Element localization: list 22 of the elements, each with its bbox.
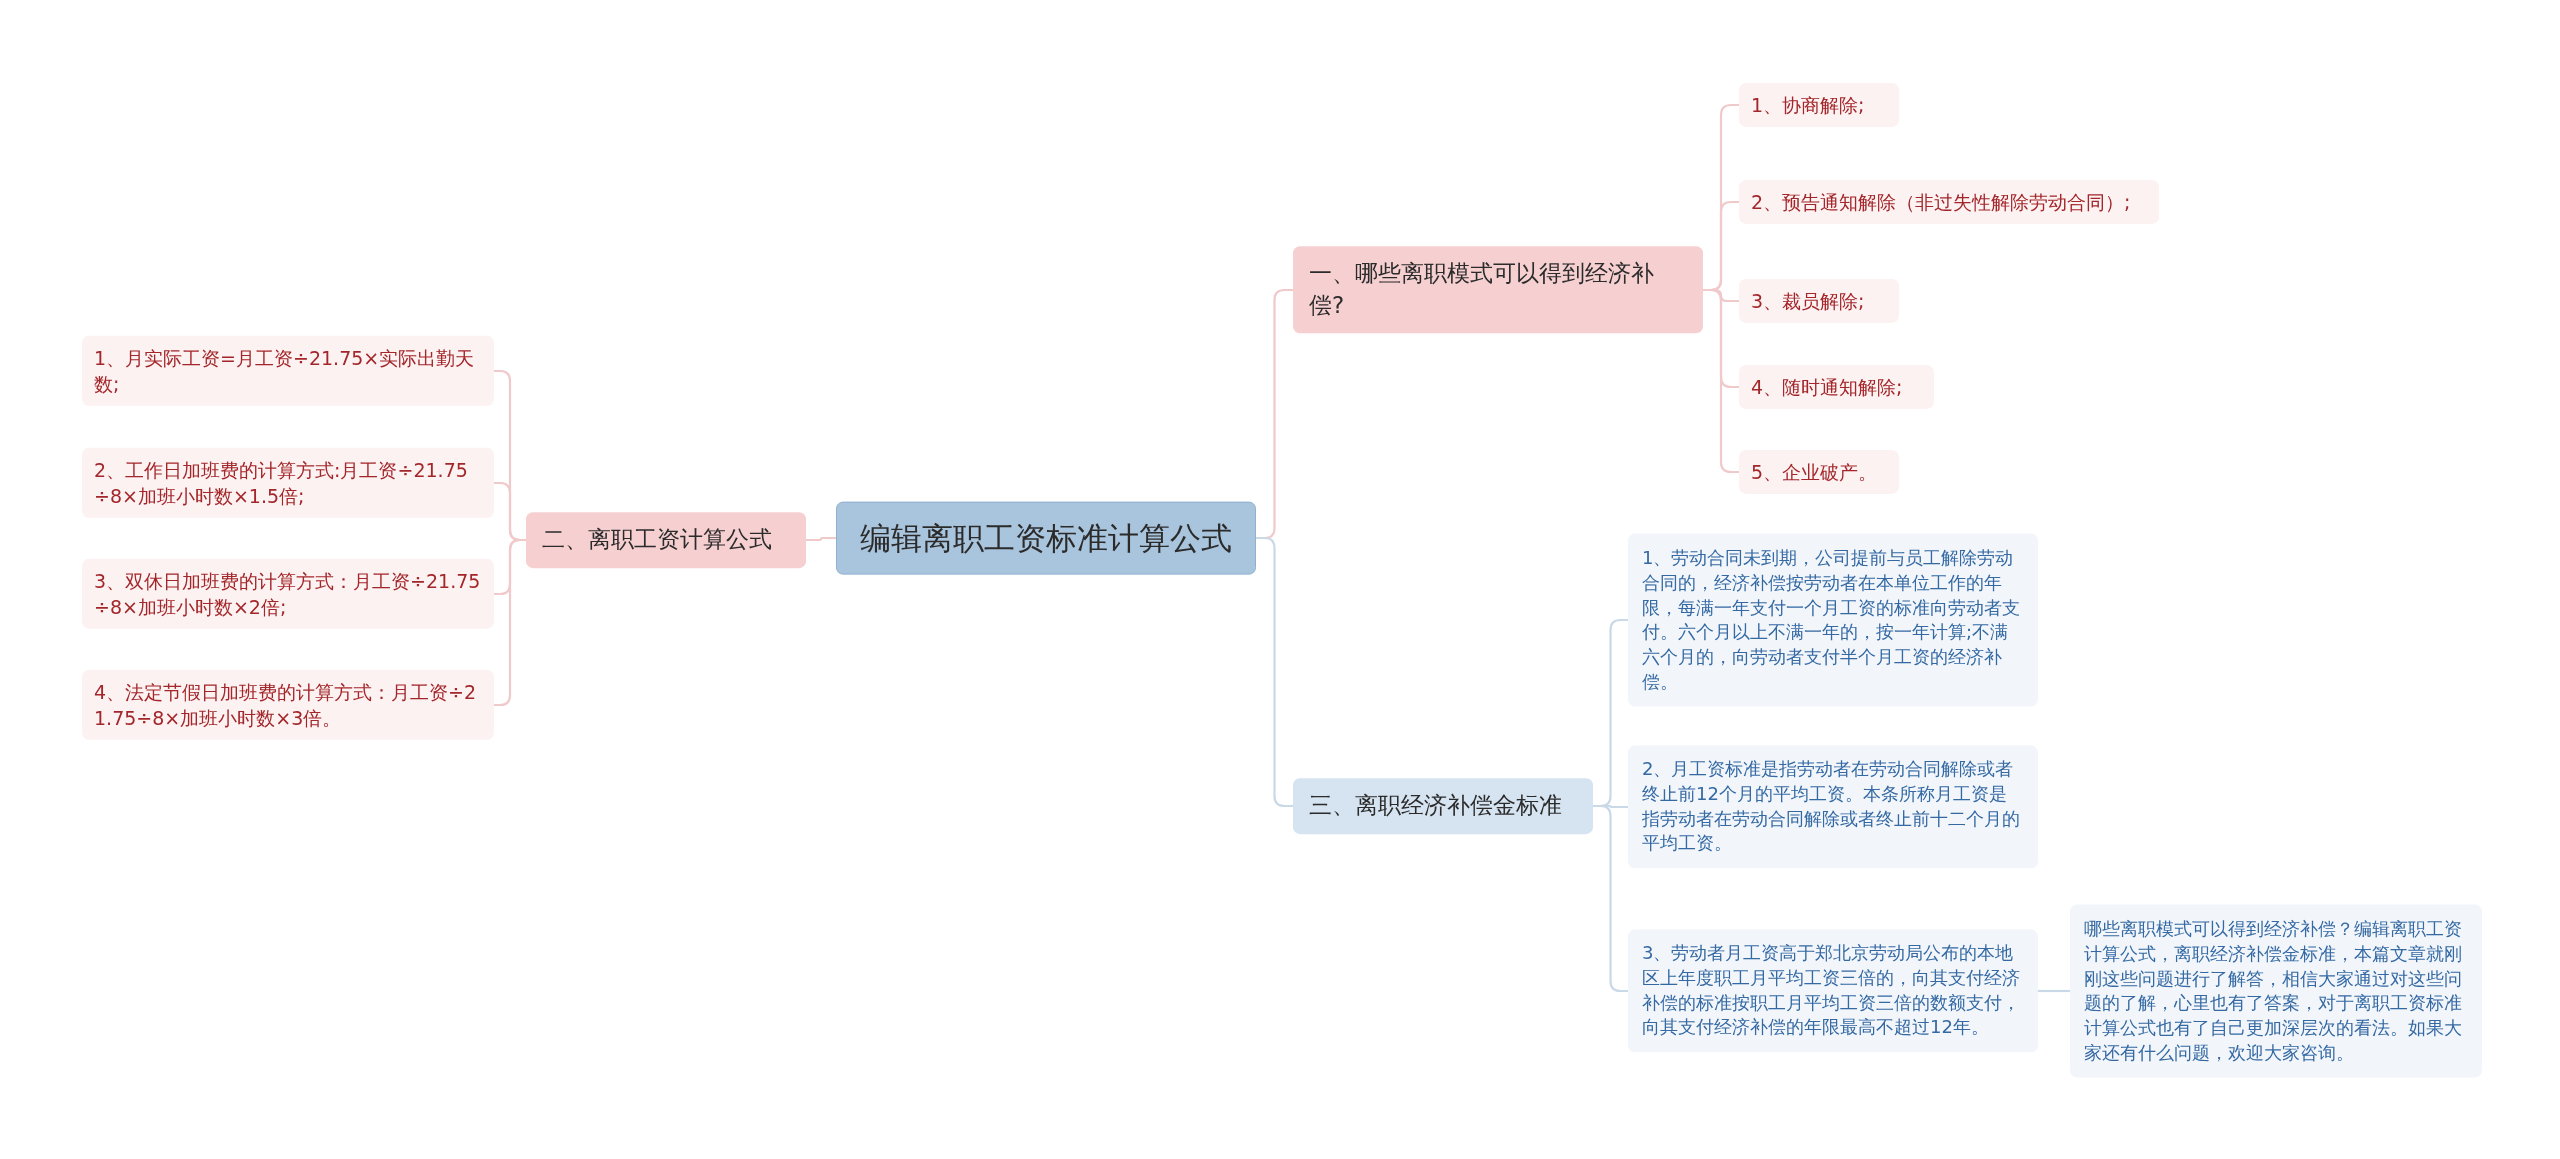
- leaf-topic: 3、劳动者月工资高于郑北京劳动局公布的本地区上年度职工月平均工资三倍的，向其支付经济补偿的标准按职工月平均工资三倍的数额支付，向其支付经济补偿的年限最高不超过12年。: [1628, 929, 2038, 1053]
- leaf-topic: 2、月工资标准是指劳动者在劳动合同解除或者终止前12个月的平均工资。本条所称月工资是指劳动者在劳动合同解除或者终止前十二个月的平均工资。: [1628, 745, 2038, 869]
- leaf-topic: 1、协商解除;: [1739, 82, 1899, 128]
- connector-line: [1593, 804, 1628, 993]
- leaf-topic: 1、月实际工资=月工资÷21.75×实际出勤天数;: [82, 335, 494, 407]
- leaf-topic: 3、裁员解除;: [1739, 278, 1899, 324]
- connector-line: [1703, 288, 1739, 474]
- leaf-topic: 3、双休日加班费的计算方式：月工资÷21.75÷8×加班小时数×2倍;: [82, 558, 494, 630]
- connector-line: [806, 536, 836, 542]
- branch-topic: 一、哪些离职模式可以得到经济补偿?: [1293, 246, 1703, 334]
- leaf-topic: 哪些离职模式可以得到经济补偿？编辑离职工资计算公式，离职经济补偿金标准，本篇文章就刚刚这些问题进行了解答，相信大家通过对这些问题的了解，心里也有了答案，对于离职工资标准计算公式也有了自己更加深层次的看法。如果大家还有什么问题，欢迎大家咨询。: [2070, 904, 2482, 1078]
- connector-line: [2038, 989, 2070, 993]
- leaf-topic: 2、工作日加班费的计算方式:月工资÷21.75÷8×加班小时数×1.5倍;: [82, 447, 494, 519]
- branch-topic: 二、离职工资计算公式: [526, 512, 806, 568]
- branch-topic: 三、离职经济补偿金标准: [1293, 778, 1593, 834]
- leaf-topic: 1、劳动合同未到期，公司提前与员工解除劳动合同的，经济补偿按劳动者在本单位工作的年限，每满一年支付一个月工资的标准向劳动者支付。六个月以上不满一年的，按一年计算;不满六个月的，向劳动者支付半个月工资的经济补偿。: [1628, 533, 2038, 707]
- connector-line: [1256, 536, 1293, 808]
- leaf-topic: 4、随时通知解除;: [1739, 364, 1934, 410]
- leaf-topic: 5、企业破产。: [1739, 449, 1899, 495]
- central-topic: 编辑离职工资标准计算公式: [836, 501, 1256, 575]
- leaf-topic: 4、法定节假日加班费的计算方式：月工资÷21.75÷8×加班小时数×3倍。: [82, 669, 494, 741]
- leaf-topic: 2、预告通知解除（非过失性解除劳动合同）;: [1739, 179, 2159, 225]
